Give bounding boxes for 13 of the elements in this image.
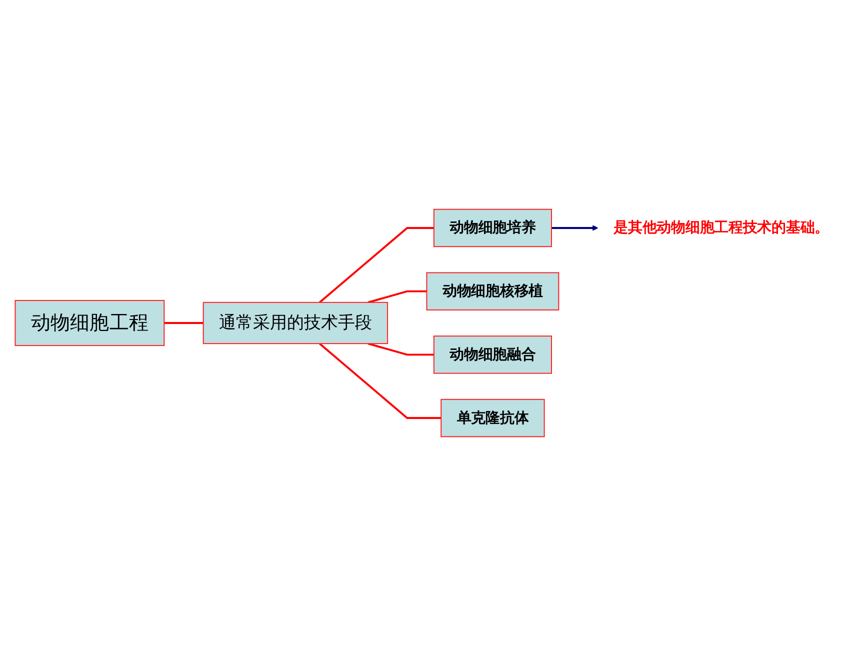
node-box: 单克隆抗体: [440, 398, 545, 437]
node-box: 动物细胞融合: [433, 335, 552, 374]
connector: [368, 290, 427, 303]
node-box: 动物细胞培养: [433, 208, 552, 247]
connector: [368, 342, 434, 356]
arrow: [552, 224, 598, 230]
connector: [164, 322, 204, 324]
connector: [319, 342, 442, 419]
node-box: 通常采用的技术手段: [202, 301, 388, 344]
node-box: 动物细胞工程: [14, 299, 165, 346]
node-box: 动物细胞核移植: [426, 272, 560, 310]
connector: [319, 226, 434, 303]
node-text: 是其他动物细胞工程技术的基础。: [614, 218, 830, 236]
